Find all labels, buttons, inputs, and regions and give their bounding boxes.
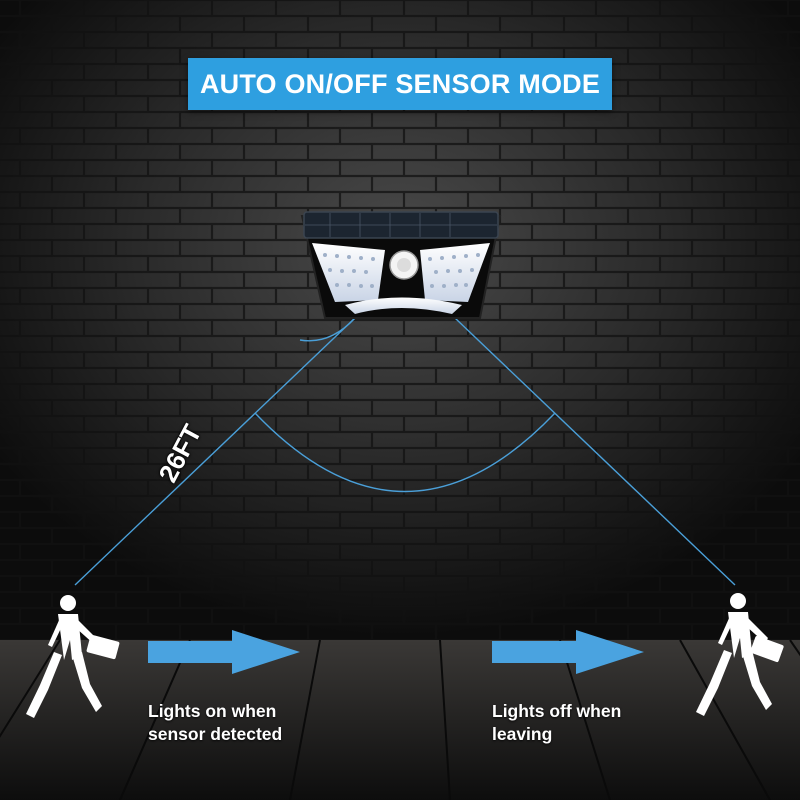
- walking-person-icon-left: [26, 595, 120, 718]
- left-led-panel: [312, 243, 385, 302]
- device-cable: [299, 317, 356, 342]
- caption-lights-on: Lights on when sensor detected: [148, 700, 282, 746]
- bottom-led-strip: [345, 297, 462, 314]
- caption-lights-off-line1: Lights off when: [492, 701, 622, 721]
- solar-light-device: [300, 211, 502, 319]
- caption-lights-off-line2: leaving: [492, 724, 553, 744]
- right-arrow-icon-left: [148, 630, 300, 674]
- right-led-panel: [420, 243, 490, 302]
- wooden-floor: [0, 639, 800, 800]
- detection-line-left: [74, 317, 356, 586]
- mode-title-banner: AUTO ON/OFF SENSOR MODE: [188, 58, 612, 110]
- detection-arc: [254, 412, 556, 493]
- right-arrow-icon-right: [492, 630, 644, 674]
- detection-zone: [74, 317, 736, 586]
- caption-lights-on-line1: Lights on when: [148, 701, 277, 721]
- caption-lights-on-line2: sensor detected: [148, 724, 283, 744]
- caption-lights-off: Lights off when leaving: [492, 700, 621, 746]
- walking-person-icon-right: [696, 593, 784, 716]
- detection-line-right: [454, 317, 736, 586]
